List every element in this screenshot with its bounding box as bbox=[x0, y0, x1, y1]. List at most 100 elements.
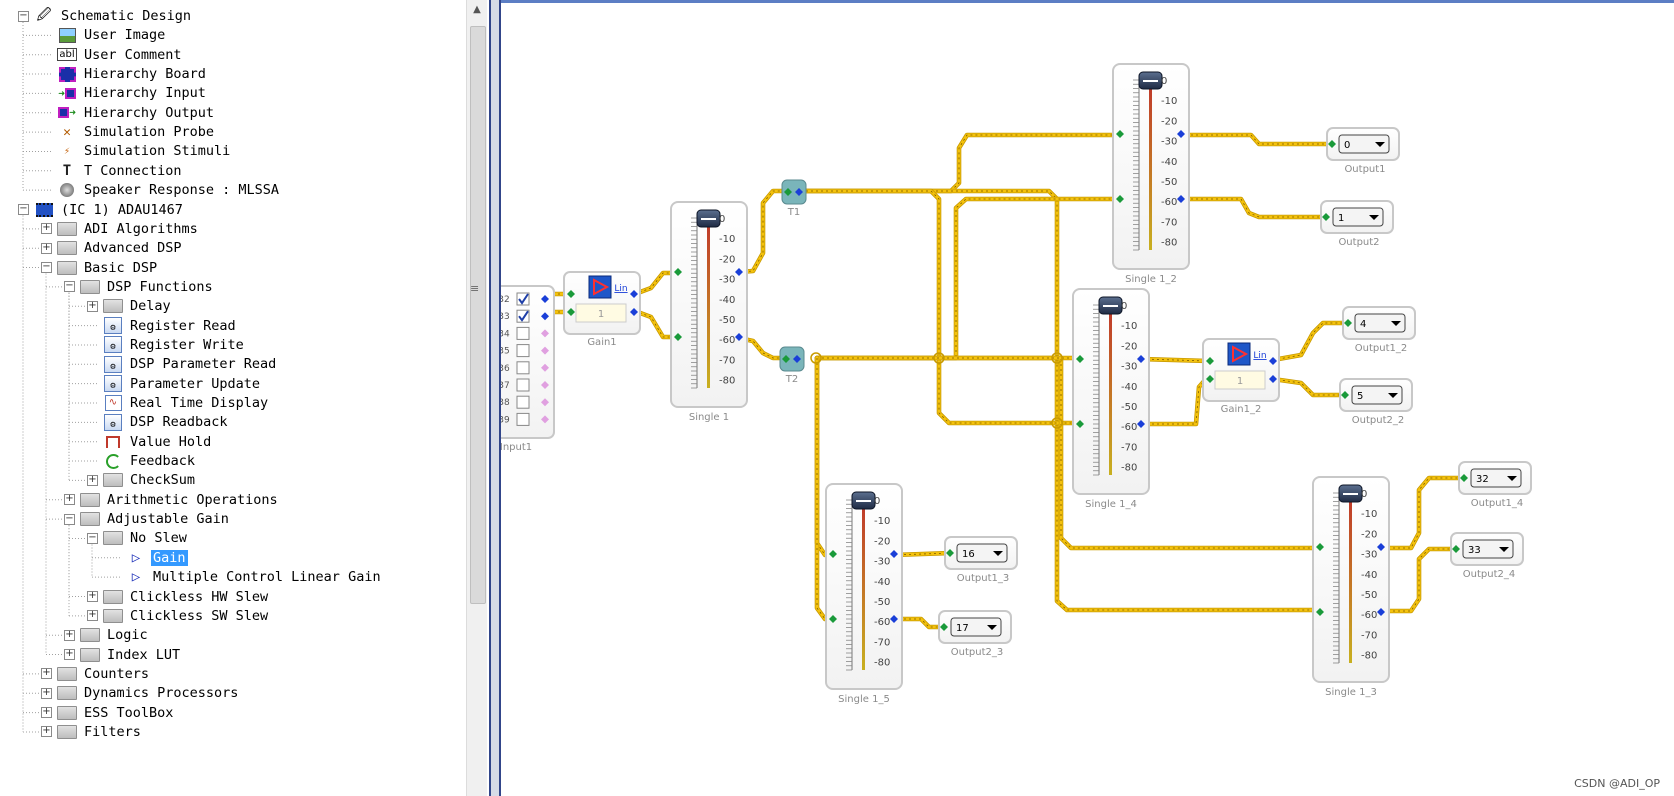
expand-icon[interactable]: + bbox=[64, 648, 75, 661]
tree-item-register-write[interactable]: ⚙Register Write bbox=[87, 335, 246, 355]
expand-icon[interactable]: + bbox=[87, 609, 98, 622]
tree-item-ess-toolbox[interactable]: +ESS ToolBox bbox=[41, 703, 175, 723]
port-pin[interactable] bbox=[1206, 357, 1214, 365]
gain-value-field[interactable] bbox=[575, 303, 627, 323]
port-pin[interactable] bbox=[1316, 543, 1324, 551]
tree-item-hierarchy-board[interactable]: Hierarchy Board bbox=[41, 64, 208, 84]
tree-item-feedback[interactable]: Feedback bbox=[87, 451, 197, 471]
port-pin[interactable] bbox=[541, 398, 549, 407]
port-pin[interactable] bbox=[1452, 545, 1460, 553]
collapse-icon[interactable]: − bbox=[18, 9, 29, 22]
port-pin[interactable] bbox=[1344, 319, 1352, 327]
port-pin[interactable] bbox=[940, 623, 948, 631]
wire[interactable] bbox=[1271, 321, 1349, 362]
input-block-input1[interactable]: 3233343536373839Input1 bbox=[501, 285, 555, 453]
port-pin[interactable] bbox=[1177, 195, 1185, 203]
port-pin[interactable] bbox=[1076, 355, 1084, 363]
tree-item-dsp-parameter-read[interactable]: ⚙DSP Parameter Read bbox=[87, 354, 278, 374]
port-pin[interactable] bbox=[1137, 420, 1145, 428]
collapse-icon[interactable]: − bbox=[41, 261, 52, 274]
tree-vertical-scrollbar[interactable]: ▲ ≡ bbox=[466, 0, 487, 796]
input-channel-checkbox[interactable] bbox=[516, 395, 530, 409]
tree-item-clickless-hw-slew[interactable]: +Clickless HW Slew bbox=[87, 587, 270, 607]
port-pin[interactable] bbox=[795, 188, 803, 196]
chevron-down-icon[interactable] bbox=[987, 625, 997, 630]
tree-item-schematic-design[interactable]: −🖉Schematic Design bbox=[18, 6, 193, 26]
port-pin[interactable] bbox=[541, 381, 549, 389]
schematic-svg[interactable]: 3233343536373839Input1Lin1Gain1Lin1Gain1… bbox=[501, 3, 1674, 796]
wire[interactable] bbox=[737, 336, 794, 360]
input-channel-checkbox[interactable] bbox=[516, 361, 530, 375]
gain-mode-link[interactable]: Lin bbox=[614, 284, 627, 294]
wire[interactable] bbox=[804, 189, 1081, 425]
tree-item-index-lut[interactable]: +Index LUT bbox=[64, 645, 182, 665]
expand-icon[interactable]: + bbox=[64, 493, 75, 506]
output-channel-dropdown[interactable] bbox=[956, 543, 1008, 563]
tree-item-advanced-dsp[interactable]: +Advanced DSP bbox=[41, 238, 184, 258]
port-pin[interactable] bbox=[1137, 355, 1145, 363]
expand-icon[interactable]: + bbox=[64, 628, 75, 641]
collapse-icon[interactable]: − bbox=[64, 280, 75, 293]
tree-item-real-time-display[interactable]: ∿Real Time Display bbox=[87, 393, 270, 413]
expand-icon[interactable]: + bbox=[87, 590, 98, 602]
tree-item-basic-dsp[interactable]: −Basic DSP bbox=[41, 258, 159, 278]
tree-item-gain[interactable]: ▷Gain bbox=[110, 548, 188, 568]
tree-item-dsp-functions[interactable]: −DSP Functions bbox=[64, 277, 215, 297]
tree-item-dsp-readback[interactable]: ⚙DSP Readback bbox=[87, 412, 230, 432]
output-channel-dropdown[interactable] bbox=[1338, 134, 1390, 154]
tree-item-hierarchy-output[interactable]: ➜Hierarchy Output bbox=[41, 103, 216, 123]
chevron-down-icon[interactable] bbox=[1375, 142, 1385, 147]
tree-item-counters[interactable]: +Counters bbox=[41, 664, 151, 684]
gain-mode-link[interactable]: Lin bbox=[1253, 351, 1266, 361]
output-channel-dropdown[interactable] bbox=[950, 617, 1002, 637]
collapse-icon[interactable]: − bbox=[18, 203, 29, 215]
expand-icon[interactable]: + bbox=[41, 222, 52, 235]
port-pin[interactable] bbox=[1322, 213, 1330, 221]
expand-icon[interactable]: + bbox=[41, 686, 52, 699]
input-channel-checkbox[interactable] bbox=[516, 378, 530, 392]
expand-icon[interactable]: + bbox=[41, 667, 52, 680]
port-pin[interactable] bbox=[541, 329, 549, 338]
port-pin[interactable] bbox=[1341, 391, 1349, 399]
wire[interactable] bbox=[1179, 133, 1335, 146]
tree-item-delay[interactable]: +Delay bbox=[87, 296, 173, 316]
port-pin[interactable] bbox=[1206, 375, 1214, 383]
port-pin[interactable] bbox=[890, 615, 898, 623]
port-pin[interactable] bbox=[1116, 130, 1124, 138]
wire[interactable] bbox=[892, 551, 953, 557]
port-pin[interactable] bbox=[946, 549, 954, 557]
tree-item-parameter-update[interactable]: ⚙Parameter Update bbox=[87, 374, 262, 394]
tree-item-dynamics-processors[interactable]: +Dynamics Processors bbox=[41, 683, 240, 703]
tree-item-logic[interactable]: +Logic bbox=[64, 625, 150, 645]
port-pin[interactable] bbox=[1076, 420, 1084, 428]
panel-splitter[interactable] bbox=[489, 0, 501, 796]
port-pin[interactable] bbox=[541, 363, 549, 372]
tree-item-filters[interactable]: +Filters bbox=[41, 722, 143, 742]
port-pin[interactable] bbox=[735, 268, 743, 276]
port-pin[interactable] bbox=[567, 290, 575, 298]
tree-item-user-image[interactable]: User Image bbox=[41, 25, 167, 45]
tree-item-hierarchy-input[interactable]: ➜Hierarchy Input bbox=[41, 83, 208, 103]
port-pin[interactable] bbox=[1269, 357, 1277, 365]
wire[interactable] bbox=[1271, 377, 1347, 397]
wire[interactable] bbox=[1179, 197, 1329, 219]
tree-item-multiple-control-linear-gain[interactable]: ▷Multiple Control Linear Gain bbox=[110, 567, 383, 587]
expand-icon[interactable]: + bbox=[87, 473, 98, 486]
tree-item-speaker-response-mlssa[interactable]: Speaker Response : MLSSA bbox=[41, 180, 281, 200]
wire[interactable] bbox=[804, 133, 1123, 193]
schematic-canvas[interactable]: 3233343536373839Input1Lin1Gain1Lin1Gain1… bbox=[501, 0, 1674, 796]
chevron-down-icon[interactable] bbox=[1499, 547, 1509, 552]
chevron-down-icon[interactable] bbox=[1388, 393, 1398, 398]
port-pin[interactable] bbox=[1377, 543, 1385, 551]
